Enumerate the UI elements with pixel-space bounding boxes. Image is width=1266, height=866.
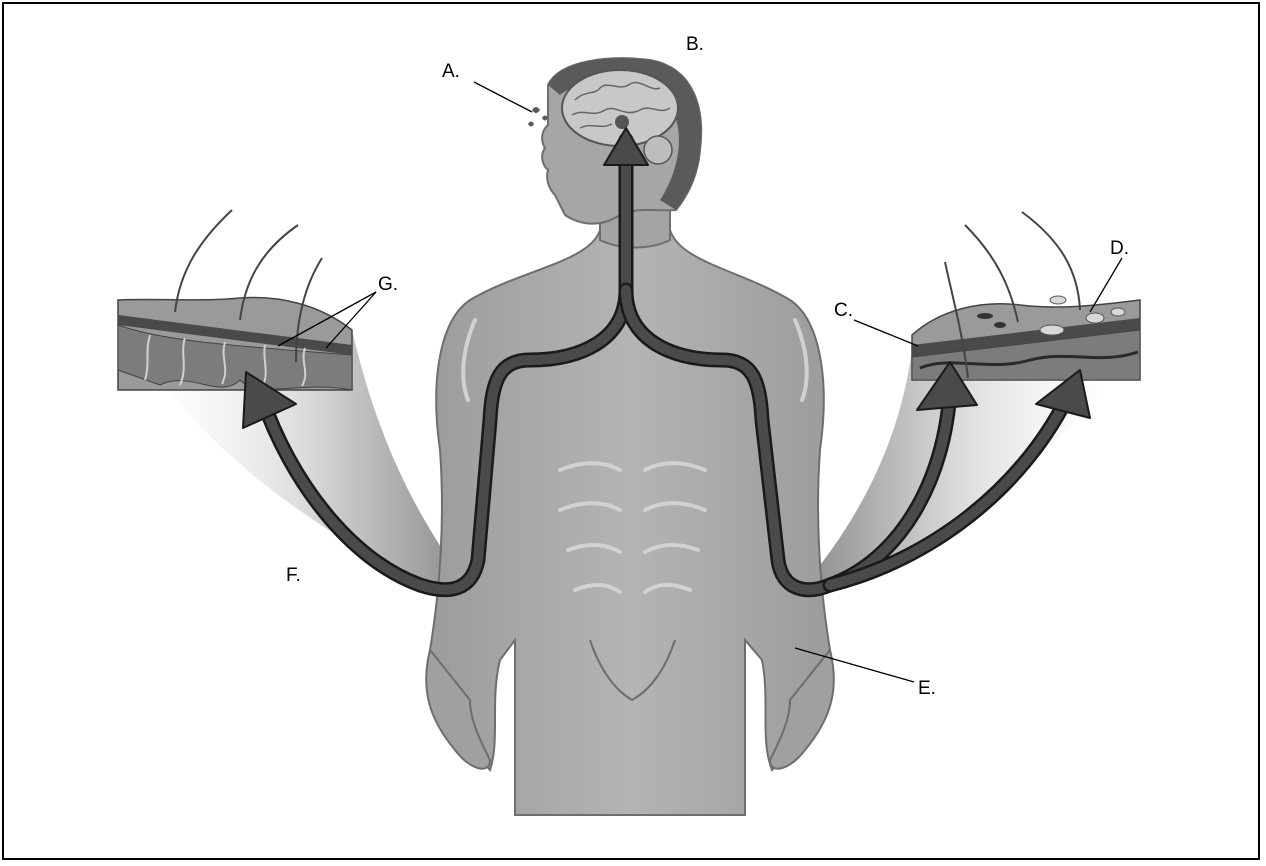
left-skin-section: [118, 210, 352, 390]
label-f: F.: [286, 565, 301, 586]
right-skin-section: [912, 212, 1140, 380]
label-g: G.: [378, 274, 398, 295]
head: [528, 58, 701, 223]
right-funnel: [800, 350, 1140, 590]
label-e: E.: [918, 678, 936, 699]
label-b: B.: [686, 34, 704, 55]
label-d: D.: [1110, 238, 1129, 259]
label-a: A.: [442, 61, 460, 82]
label-c: C.: [834, 300, 853, 321]
